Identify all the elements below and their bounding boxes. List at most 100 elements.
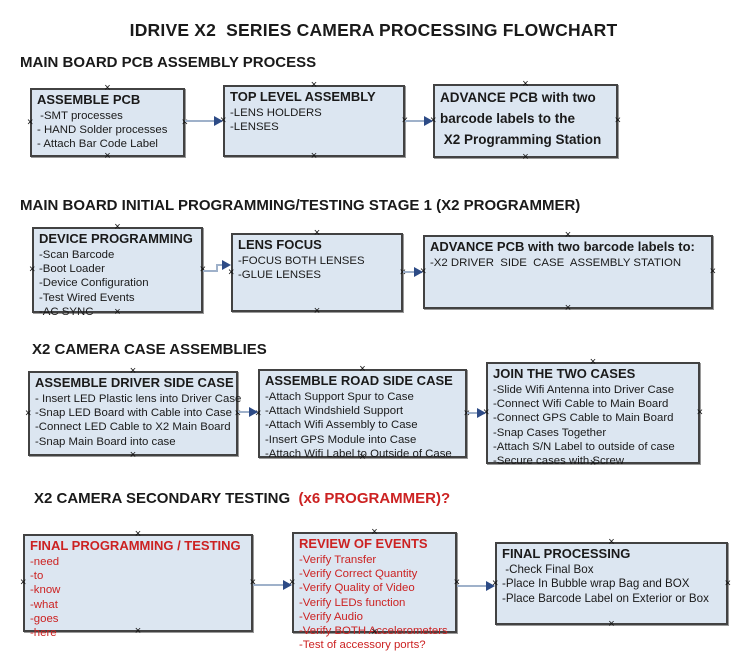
box-item: -what — [30, 598, 58, 611]
box-item: -Check Final Box — [502, 562, 594, 576]
box-title: ADVANCE PCB with two barcode labels to: — [430, 239, 695, 254]
box-review-of-events: REVIEW OF EVENTS -Verify Transfer-Verify… — [289, 527, 460, 652]
box-item: -LENSES — [230, 121, 279, 134]
box-items: -Attach Support Spur to Case-Attach Wind… — [265, 390, 461, 461]
box-item: -here — [30, 627, 57, 640]
box-item: - Insert LED Plastic lens into Driver Ca… — [35, 392, 242, 405]
box-item: - HAND Solder processes — [37, 124, 168, 137]
box-item: -Snap LED Board with Cable into Case — [35, 407, 232, 420]
box-items: -Verify Transfer -Verify Correct Quantity… — [299, 553, 451, 653]
box-item: -Verify Quality of Video — [299, 582, 415, 595]
box-lens-focus: LENS FOCUS -FOCUS BOTH LENSES -GLUE LENSE… — [228, 228, 406, 317]
section-heading-pcb-assembly: MAIN BOARD PCB ASSEMBLY PROCESS — [20, 54, 316, 71]
box-item: -AC SYNC — [39, 305, 94, 318]
box-item: -Connect GPS Cable to Main Board — [493, 412, 674, 425]
box-item: -Snap Cases Together — [493, 426, 607, 439]
box-item: -Verify Correct Quantity — [299, 568, 418, 581]
box-item: -Attach Support Spur to Case — [265, 390, 414, 403]
box-items: -X2 DRIVER SIDE CASE ASSEMBLY STATION — [430, 256, 707, 270]
flow-arrow — [253, 580, 292, 590]
flow-arrow — [203, 260, 231, 272]
box-item: -Verify Transfer — [299, 553, 377, 566]
box-title: REVIEW OF EVENTS — [299, 536, 428, 551]
box-title: TOP LEVEL ASSEMBLY — [230, 89, 376, 104]
box-title: FINAL PROGRAMMING / TESTING — [30, 538, 241, 553]
box-join-the-two-cases: JOIN THE TWO CASES -Slide Wifi Antenna i… — [483, 357, 703, 469]
box-item: -Connect LED Cable to X2 Main Board — [35, 421, 231, 434]
box-item: -FOCUS BOTH LENSES — [238, 254, 365, 267]
connection-handle-icon: × — [129, 449, 137, 461]
connection-handle-icon: × — [20, 576, 27, 589]
box-items: -need-to-know-what-goes-here — [30, 555, 247, 641]
connection-handle-icon: × — [310, 150, 318, 162]
box-advance-pcb-to-programming-station: ADVANCE PCB with two barcode labels to t… — [430, 79, 621, 163]
section-heading-text: MAIN BOARD PCB ASSEMBLY PROCESS — [20, 54, 317, 71]
page-title: IDRIVE X2 SERIES CAMERA PROCESSING FLOWC… — [129, 20, 618, 40]
connection-handle-icon: × — [104, 150, 111, 162]
box-assemble-pcb: ASSEMBLE PCB -SMT processes- HAND Solder… — [27, 83, 188, 162]
section-heading-secondary-testing: X2 CAMERA SECONDARY TESTING (x6 PROGRAMM… — [34, 490, 450, 507]
box-item: -Slide Wifi Antenna into Driver Case — [493, 383, 675, 396]
connection-handle-icon: × — [25, 407, 32, 419]
box-item: -LENS HOLDERS — [230, 106, 322, 119]
connection-handle-icon: × — [709, 265, 716, 278]
box-assemble-driver-side-case: ASSEMBLE DRIVER SIDE CASE - Insert LED P… — [25, 366, 242, 461]
connection-handle-icon: × — [27, 116, 34, 128]
box-title: FINAL PROCESSING — [502, 546, 631, 561]
box-item: -Attach Wifi Assembly to Case — [265, 419, 418, 432]
connection-handle-icon: × — [608, 618, 615, 630]
box-item: -GLUE LENSES — [238, 269, 321, 282]
section-heading-text: X2 CAMERA CASE ASSEMBLIES — [32, 341, 267, 358]
box-items: -LENS HOLDERS -LENSES — [230, 106, 399, 135]
flow-arrow — [467, 408, 486, 418]
connection-handle-icon: × — [614, 114, 621, 127]
box-final-programming-testing: FINAL PROGRAMMING / TESTING -need-to-kno… — [20, 529, 256, 640]
connection-handle-icon: × — [522, 151, 529, 163]
box-item: -Insert GPS Module into Case — [265, 433, 417, 446]
section-heading-case-assemblies: X2 CAMERA CASE ASSEMBLIES — [32, 341, 267, 358]
box-title: ASSEMBLE DRIVER SIDE CASE — [35, 375, 234, 390]
box-item: -Snap Main Board into case — [35, 435, 176, 448]
box-item: -Place In Bubble wrap Bag and BOX — [502, 577, 690, 591]
box-device-programming: DEVICE PROGRAMMING -Scan Barcode -Boot Lo… — [29, 222, 206, 318]
box-items: -Slide Wifi Antenna into Driver Case -Con… — [493, 383, 694, 469]
box-title: LENS FOCUS — [238, 237, 322, 252]
connection-handle-icon: × — [313, 305, 321, 317]
box-title: JOIN THE TWO CASES — [493, 366, 636, 381]
box-items: -Check Final Box-Place In Bubble wrap Ba… — [502, 563, 722, 606]
connection-handle-icon: × — [564, 302, 572, 314]
box-item: -X2 DRIVER SIDE CASE ASSEMBLY STATION — [430, 256, 682, 269]
box-top-level-assembly: TOP LEVEL ASSEMBLY -LENS HOLDERS-LENSES … — [220, 80, 408, 162]
box-item: -Verify Audio — [299, 610, 363, 623]
box-item: -goes — [30, 612, 59, 625]
section-heading-initial-programming: MAIN BOARD INITIAL PROGRAMMING/TESTING S… — [20, 197, 580, 214]
box-items: -Scan Barcode -Boot Loader-Device Configu… — [39, 248, 197, 319]
box-advance-pcb-to-case-assembly: ADVANCE PCB with two barcode labels to: … — [420, 230, 716, 314]
flow-arrow — [405, 116, 433, 126]
section-heading-text: MAIN BOARD INITIAL PROGRAMMING/TESTING S… — [20, 197, 581, 214]
box-items: -FOCUS BOTH LENSES -GLUE LENSES — [238, 254, 397, 283]
box-item: -Device Configuration — [39, 277, 149, 290]
box-item: -need — [30, 555, 60, 568]
box-final-processing: FINAL PROCESSING -Check Final Box-Place … — [492, 537, 731, 630]
box-items: - Insert LED Plastic lens into Driver Ca… — [35, 392, 242, 449]
box-item: -Attach S/N Label to outside of case — [493, 440, 675, 453]
box-items: -SMT processes- HAND Solder processes- A… — [37, 109, 179, 152]
box-item: -Verify LEDs function — [299, 596, 406, 609]
flow-arrow — [403, 267, 423, 277]
box-item: -Verify BOTH Accelerometers — [299, 625, 448, 638]
box-title: ASSEMBLE PCB — [37, 92, 141, 107]
box-title: DEVICE PROGRAMMING — [39, 231, 193, 246]
section-heading-red-text: (x6 PROGRAMMER)? — [298, 490, 451, 507]
box-title: ADVANCE PCB with two barcode labels to t… — [440, 90, 602, 147]
box-item: -Place Barcode Label on Exterior or Box — [502, 591, 709, 605]
box-item: -Connect Wifi Cable to Main Board — [493, 398, 669, 411]
flow-arrow — [185, 116, 223, 126]
connection-handle-icon: × — [696, 406, 703, 419]
box-item: -Boot Loader — [39, 263, 105, 276]
box-title: ASSEMBLE ROAD SIDE CASE — [265, 373, 453, 388]
section-heading-text: X2 CAMERA SECONDARY TESTING — [34, 490, 299, 507]
box-item: -Test of accessory ports? — [299, 639, 426, 652]
box-item: -Scan Barcode — [39, 248, 115, 261]
